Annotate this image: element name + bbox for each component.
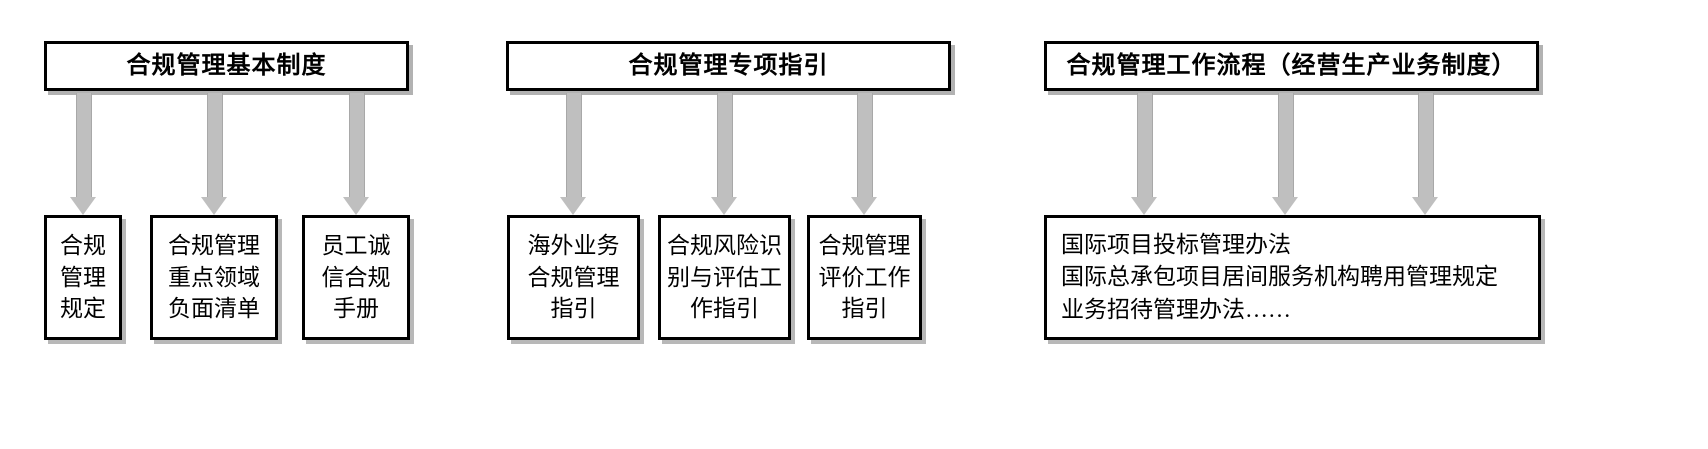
header-box-special[interactable]: 合规管理专项指引 <box>506 41 951 91</box>
leaf-box[interactable]: 合规管理 重点领域 负面清单 <box>150 215 278 340</box>
leaf-box[interactable]: 海外业务 合规管理 指引 <box>507 215 640 340</box>
leaf-box[interactable]: 国际项目投标管理办法 国际总承包项目居间服务机构聘用管理规定 业务招待管理办法…… <box>1044 215 1541 340</box>
arrow-shaft <box>349 93 365 197</box>
arrow-head <box>1131 197 1157 215</box>
leaf-box-label: 合规管理 评价工作 指引 <box>818 232 911 322</box>
leaf-box-label: 国际项目投标管理办法 国际总承包项目居间服务机构聘用管理规定 业务招待管理办法…… <box>1061 231 1498 322</box>
arrow-shaft <box>566 93 582 197</box>
leaf-box-label: 合规 管理 规定 <box>60 232 106 322</box>
header-title-workflow: 合规管理工作流程（经营生产业务制度） <box>1066 52 1517 79</box>
leaf-box[interactable]: 合规管理 评价工作 指引 <box>807 215 922 340</box>
header-box-workflow[interactable]: 合规管理工作流程（经营生产业务制度） <box>1044 41 1539 91</box>
arrow-head <box>560 197 586 215</box>
arrow-head <box>343 197 369 215</box>
group-workflow: 合规管理工作流程（经营生产业务制度） 国际项目投标管理办法 国际总承包项目居间服… <box>990 0 1708 449</box>
leaf-box-label: 合规风险识 别与评估工 作指引 <box>667 232 782 322</box>
leaf-box[interactable]: 员工诚 信合规 手册 <box>302 215 410 340</box>
header-box-basic[interactable]: 合规管理基本制度 <box>44 41 409 91</box>
arrow-shaft <box>1137 93 1153 197</box>
arrow-head <box>70 197 96 215</box>
leaf-box[interactable]: 合规 管理 规定 <box>44 215 122 340</box>
leaf-box-label: 海外业务 合规管理 指引 <box>527 232 620 322</box>
arrow-head <box>1412 197 1438 215</box>
arrow-head <box>851 197 877 215</box>
arrow-shaft <box>207 93 223 197</box>
group-basic: 合规管理基本制度 合规 管理 规定 合规管理 重点领域 负面清单 员工诚 信合规… <box>0 0 470 449</box>
leaf-box-label: 员工诚 信合规 手册 <box>321 232 391 322</box>
arrow-shaft <box>1278 93 1294 197</box>
arrow-head <box>1272 197 1298 215</box>
arrow-shaft <box>857 93 873 197</box>
group-special: 合规管理专项指引 海外业务 合规管理 指引 合规风险识 别与评估工 作指引 合规… <box>470 0 990 449</box>
header-title-special: 合规管理专项指引 <box>628 52 829 79</box>
leaf-box-label: 合规管理 重点领域 负面清单 <box>168 232 260 322</box>
arrow-shaft <box>717 93 733 197</box>
leaf-box[interactable]: 合规风险识 别与评估工 作指引 <box>658 215 791 340</box>
arrow-shaft <box>1418 93 1434 197</box>
header-title-basic: 合规管理基本制度 <box>126 52 327 79</box>
arrow-head <box>711 197 737 215</box>
arrow-head <box>201 197 227 215</box>
arrow-shaft <box>76 93 92 197</box>
